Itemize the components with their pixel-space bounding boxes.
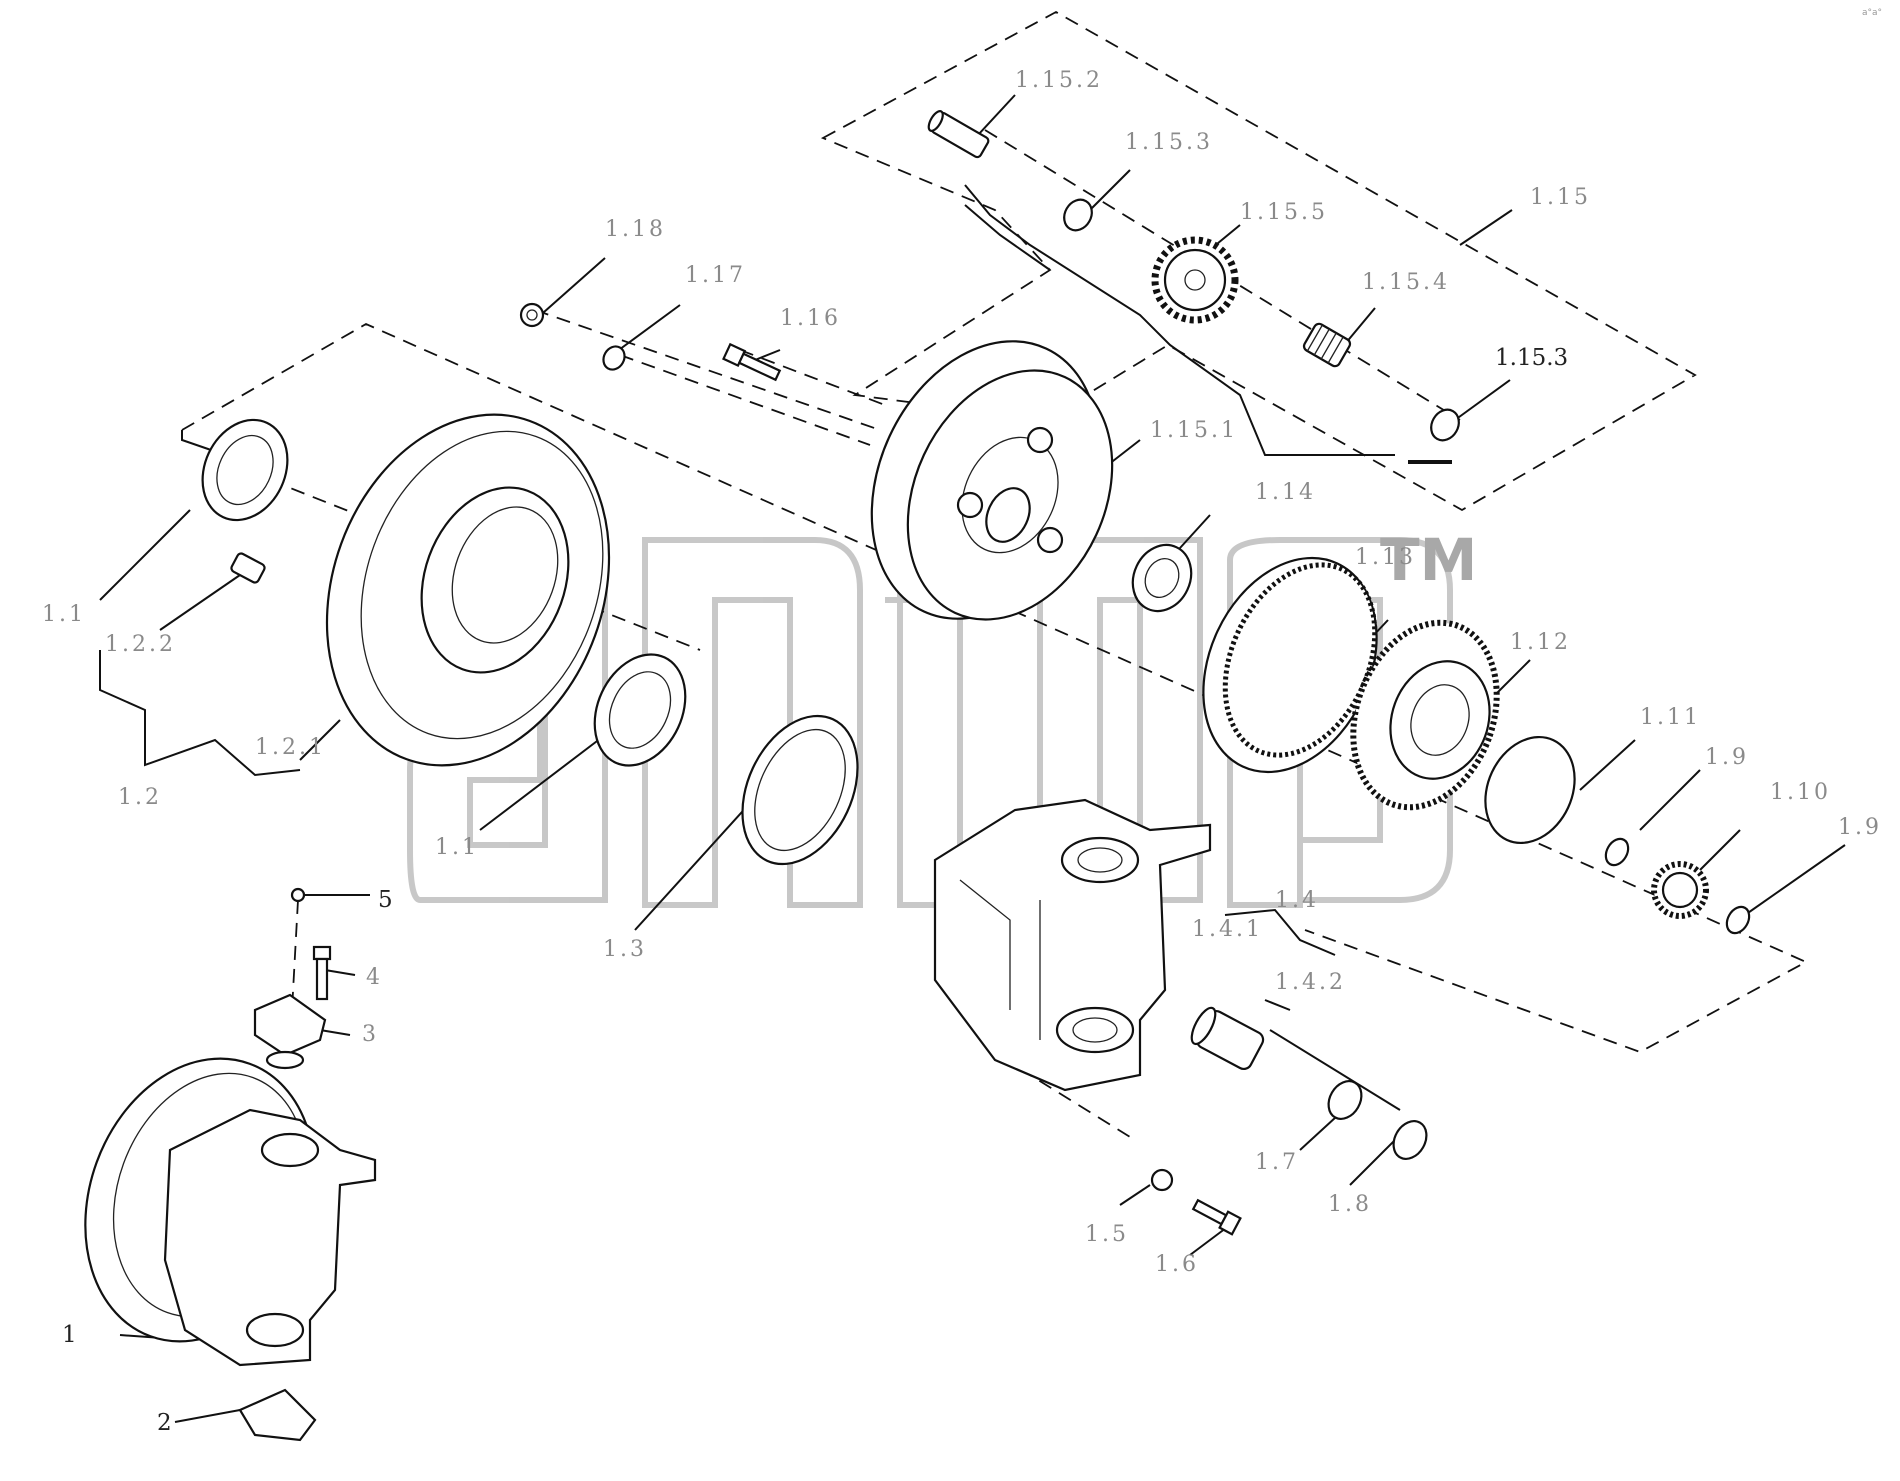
label-2: 2: [157, 1410, 172, 1436]
label-1-18: 1.18: [605, 217, 666, 242]
label-1-2: 1.2: [118, 785, 162, 810]
pinion-1-10: [1651, 861, 1709, 919]
cap-3: [253, 993, 327, 1070]
wheel-hub-1-2-1: [325, 413, 611, 767]
label-1-1-center: 1.1: [435, 835, 479, 860]
label-1-15-2: 1.15.2: [1015, 68, 1103, 93]
corner-mark: a°a°: [1862, 8, 1883, 18]
watermark-tm: TM: [1380, 526, 1478, 594]
bolt-1-16: [722, 342, 782, 382]
label-1-17: 1.17: [685, 263, 746, 288]
label-1-1-left: 1.1: [42, 602, 86, 627]
ring-1-7: [1327, 1080, 1363, 1120]
label-1-9-b: 1.9: [1838, 815, 1882, 840]
label-1-2-1: 1.2.1: [255, 735, 326, 760]
bearing-1-1-left: [201, 418, 289, 522]
label-1-16: 1.16: [780, 306, 841, 331]
label-1-15: 1.15: [1530, 185, 1591, 210]
label-1-15-3-b: 1.15.3: [1495, 345, 1569, 371]
label-1-6: 1.6: [1155, 1252, 1199, 1277]
o-ring-1-11: [1484, 735, 1576, 845]
bearing-1-1-center: [593, 653, 687, 767]
label-1-5: 1.5: [1085, 1222, 1129, 1247]
washer-1-15-3-a: [1063, 198, 1093, 232]
label-1-14: 1.14: [1255, 480, 1316, 505]
label-1-4: 1.4: [1275, 888, 1319, 913]
label-4: 4: [366, 965, 383, 990]
label-1-15-4: 1.15.4: [1362, 270, 1450, 295]
label-3: 3: [362, 1022, 379, 1047]
label-1-3: 1.3: [603, 937, 647, 962]
nut-1-18: [519, 302, 545, 328]
label-1-10: 1.10: [1770, 780, 1831, 805]
grease-fitting-5: [290, 887, 306, 903]
circlip-1-9-b: [1725, 905, 1751, 935]
label-1-15-1: 1.15.1: [1150, 418, 1238, 443]
ring-gear-1-13: [1202, 556, 1378, 774]
label-1-15-5: 1.15.5: [1240, 200, 1328, 225]
label-1-2-2: 1.2.2: [105, 632, 176, 657]
label-1-4-1: 1.4.1: [1192, 917, 1263, 942]
label-1-11: 1.11: [1640, 705, 1701, 730]
gear-carrier-1-12: [1350, 619, 1500, 811]
planet-carrier-1-15-1: [870, 340, 1114, 621]
ring-1-8: [1392, 1120, 1428, 1160]
pin-1-15-2: [927, 110, 990, 159]
label-1-13: 1.13: [1355, 545, 1416, 570]
needle-bearing-1-15-4: [1302, 322, 1352, 368]
boundary-1-2: [181, 322, 1809, 1053]
label-1-7: 1.7: [1255, 1150, 1299, 1175]
screw-1-6: [1191, 1198, 1242, 1236]
lock-nut-1-14: [1131, 543, 1193, 613]
gear-1-15-5: [1151, 236, 1239, 324]
steering-knuckle-1-4-1: [933, 798, 1212, 1092]
label-1-15-3-a: 1.15.3: [1125, 130, 1213, 155]
label-5: 5: [378, 887, 393, 913]
assembly-1: [84, 1057, 377, 1367]
label-1-9-a: 1.9: [1705, 745, 1749, 770]
shim-2: [238, 1388, 317, 1442]
bolt-4: [312, 945, 332, 1001]
label-1-12: 1.12: [1510, 630, 1571, 655]
label-1: 1: [62, 1322, 77, 1348]
bushing-1-4-2: [1190, 1006, 1265, 1071]
label-1-4-2: 1.4.2: [1275, 970, 1346, 995]
washer-1-15-3-b: [1430, 408, 1460, 442]
seal-1-3: [741, 714, 859, 866]
dowel-1-2-2: [230, 552, 266, 584]
washer-1-17: [602, 345, 626, 371]
circlip-1-9-a: [1604, 837, 1630, 867]
label-1-8: 1.8: [1328, 1192, 1372, 1217]
plug-1-5: [1150, 1168, 1174, 1192]
